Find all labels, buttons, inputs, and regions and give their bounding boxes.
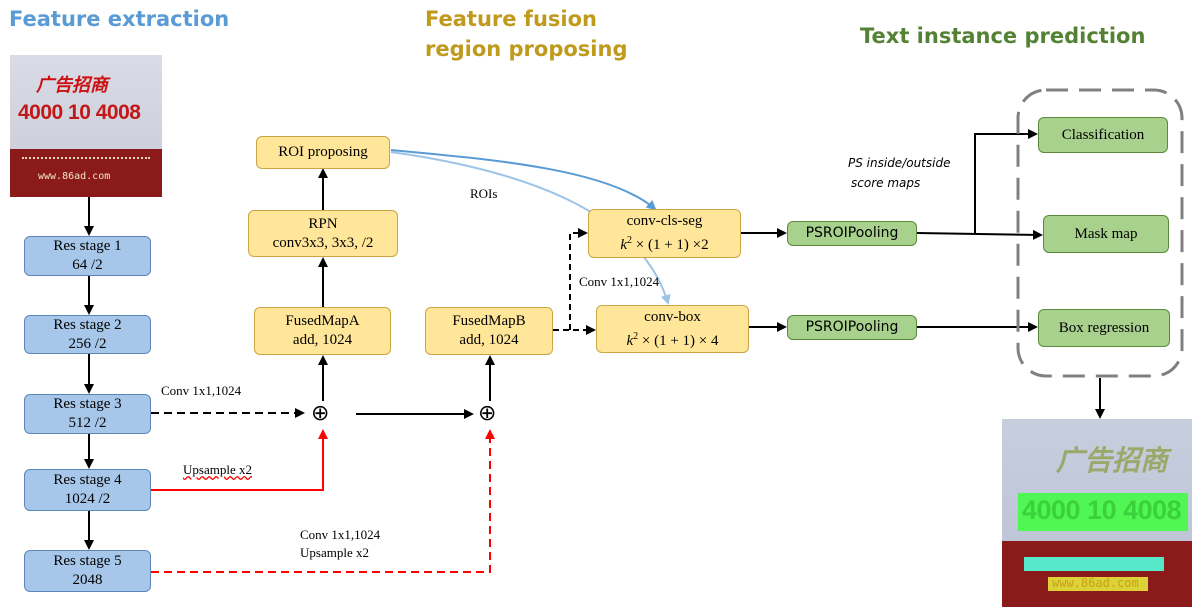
mask-map-box: Mask map	[1043, 215, 1169, 253]
header-region-proposing: region proposing	[425, 37, 628, 61]
fused-map-b-box: FusedMapB add, 1024	[425, 307, 553, 355]
res-stage-2-title: Res stage 2	[53, 316, 122, 333]
label-conv-stage3: Conv 1x1,1024	[161, 383, 242, 398]
label-rois: ROIs	[470, 186, 498, 201]
conv-cls-seg-formula-tail: × (1 + 1) ×2	[635, 237, 709, 253]
label-ps-maps-line1: PS inside/outside	[848, 156, 951, 170]
res-stage-3: Res stage 3 512 /2	[24, 394, 151, 434]
fused-map-b-sub: add, 1024	[459, 332, 519, 348]
psroipooling-2-label: PSROIPooling	[805, 319, 899, 335]
sum-node-a: ⊕	[311, 401, 330, 426]
rpn-title: RPN	[308, 215, 338, 232]
conv-box-formula-tail: × (1 + 1) × 4	[641, 332, 719, 349]
res-stage-1: Res stage 1 64 /2	[24, 236, 151, 276]
classification-label: Classification	[1061, 126, 1145, 143]
header-feature-extraction: Feature extraction	[9, 7, 230, 31]
res-stage-5: Res stage 5 2048	[24, 550, 151, 592]
header-text-instance-prediction: Text instance prediction	[860, 24, 1146, 48]
roi-proposing-box: ROI proposing	[256, 136, 390, 169]
output-image-phone: 4000 10 4008	[1022, 495, 1182, 525]
psroipooling-1: PSROIPooling	[787, 221, 917, 246]
fused-map-b-title: FusedMapB	[452, 313, 526, 329]
conv-box-title: conv-box	[644, 308, 701, 325]
output-image: 广告招商 4000 10 4008 www.86ad.com	[1002, 419, 1192, 607]
conv-cls-seg-title: conv-cls-seg	[626, 213, 703, 229]
sum-node-b: ⊕	[478, 401, 497, 426]
box-regression-box: Box regression	[1038, 309, 1170, 347]
label-upsample-stage4: Upsample x2	[183, 462, 252, 477]
output-image-url: www.86ad.com	[1052, 576, 1139, 590]
label-ps-maps-line2: score maps	[851, 176, 921, 190]
conv-cls-seg-box: conv-cls-seg k2 × (1 + 1) ×2	[588, 209, 741, 258]
output-image-cn-title: 广告招商	[1056, 444, 1169, 477]
psroipooling-2: PSROIPooling	[787, 315, 917, 340]
res-stage-3-title: Res stage 3	[53, 396, 122, 412]
input-image-url: www.86ad.com	[38, 171, 111, 182]
res-stage-1-sub: 64 /2	[72, 257, 103, 273]
output-image-mask-highlight	[1018, 493, 1188, 531]
res-stage-5-sub: 2048	[72, 572, 103, 588]
input-image-cn-title: 广告招商	[36, 75, 108, 96]
label-conv-stage5: Conv 1x1,1024	[300, 527, 381, 542]
res-stage-2-sub: 256 /2	[68, 335, 107, 352]
conv-cls-seg-formula: k2 × (1 + 1) ×2	[620, 235, 709, 253]
box-regression-label: Box regression	[1058, 319, 1150, 336]
rpn-box: RPN conv3x3, 3x3, /2	[248, 210, 398, 257]
psroipooling-1-label: PSROIPooling	[805, 225, 899, 241]
output-image-red-banner: www.86ad.com	[1002, 541, 1192, 607]
res-stage-4-title: Res stage 4	[53, 472, 122, 488]
header-feature-fusion: Feature fusion	[425, 7, 597, 31]
res-stage-4: Res stage 4 1024 /2	[24, 469, 151, 511]
input-image-phone: 4000 10 4008	[18, 101, 141, 124]
fused-map-a-title: FusedMapA	[285, 313, 360, 329]
fused-map-a-box: FusedMapA add, 1024	[254, 307, 391, 355]
res-stage-5-title: Res stage 5	[53, 553, 122, 569]
fused-map-a-sub: add, 1024	[292, 332, 353, 348]
prediction-group-outline	[1016, 88, 1184, 378]
res-stage-1-title: Res stage 1	[53, 238, 122, 254]
roi-proposing-label: ROI proposing	[278, 144, 368, 160]
conv-box-box: conv-box k2 × (1 + 1) × 4	[596, 305, 749, 353]
output-image-banner-highlight	[1024, 557, 1164, 571]
output-image-url-highlight	[1048, 577, 1148, 591]
res-stage-2: Res stage 2 256 /2	[24, 315, 151, 354]
rpn-sub: conv3x3, 3x3, /2	[272, 234, 374, 251]
res-stage-3-sub: 512 /2	[68, 415, 107, 431]
label-conv-fusedb: Conv 1x1,1024	[579, 274, 660, 289]
label-upsample-stage5: Upsample x2	[300, 545, 369, 560]
mask-map-label: Mask map	[1074, 225, 1138, 242]
input-image: 广告招商 4000 10 4008 www.86ad.com	[10, 55, 162, 197]
input-image-red-banner: www.86ad.com	[10, 149, 162, 197]
input-image-banner-text	[22, 157, 150, 161]
conv-box-formula: k2 × (1 + 1) × 4	[626, 330, 719, 349]
classification-box: Classification	[1038, 117, 1168, 153]
res-stage-4-sub: 1024 /2	[64, 491, 111, 507]
